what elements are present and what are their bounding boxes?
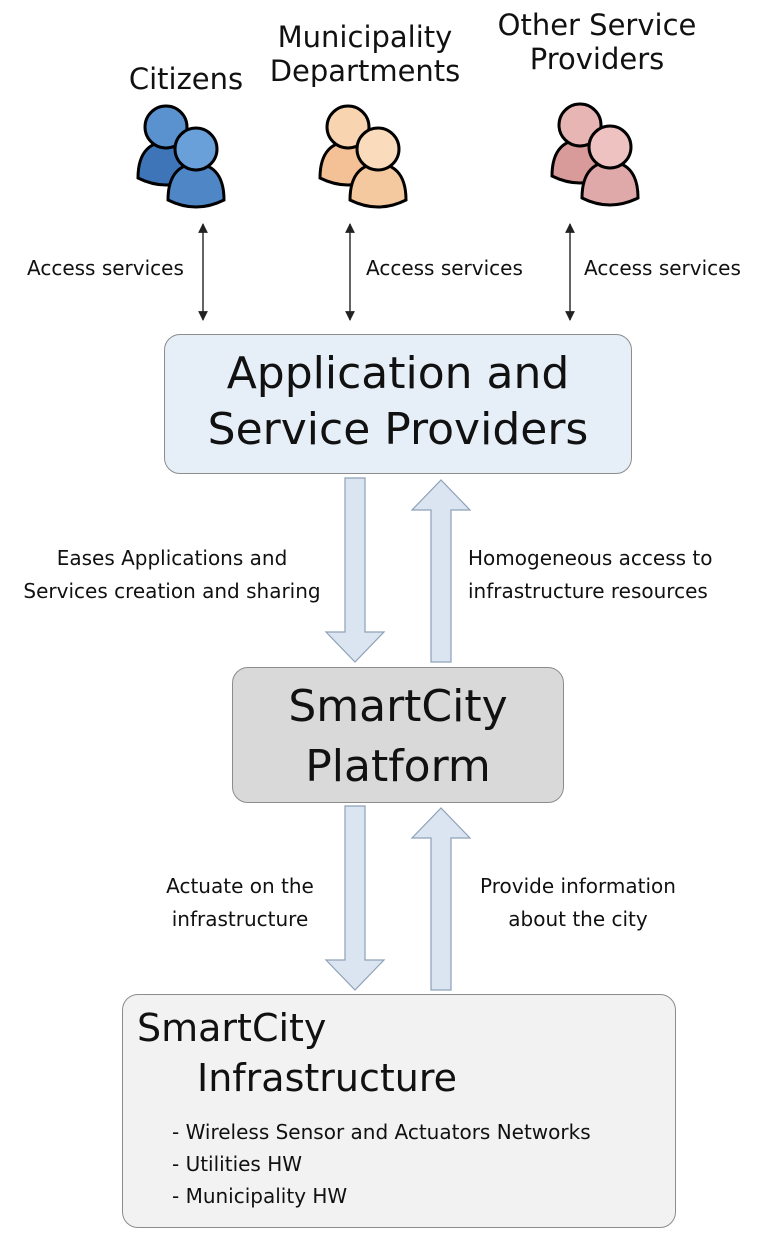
up-block-arrow-upper — [410, 479, 472, 663]
infra-bullet-wsan: - Wireless Sensor and Actuators Networks — [172, 1120, 591, 1144]
users-icon-other — [550, 102, 640, 207]
infra-box-title-line-1: SmartCity — [137, 1006, 327, 1050]
upper-left-label-line-1: Eases Applications and — [56, 546, 288, 570]
upper-left-label-line-2: Services creation and sharing — [23, 579, 321, 603]
actor-other-line-2: Providers — [529, 42, 665, 76]
actor-citizens-title: Citizens — [106, 62, 266, 96]
lower-left-label-line-1: Actuate on the — [166, 874, 314, 898]
users-icon-municipality — [318, 104, 408, 209]
smartcity-infrastructure-box: SmartCity Infrastructure — [122, 994, 676, 1228]
lower-right-label-line-1: Provide information — [480, 874, 676, 898]
actor-municipality-line-1: Municipality — [277, 20, 453, 54]
actor-other-line-1: Other Service — [497, 8, 697, 42]
platform-box-title-line-2: Platform — [305, 741, 491, 792]
actor-citizens-line-1: Citizens — [128, 62, 244, 96]
access-label-other: Access services — [584, 256, 741, 280]
access-label-municipality: Access services — [366, 256, 523, 280]
app-service-providers-box: Application and Service Providers — [164, 334, 632, 474]
up-block-arrow-lower — [410, 807, 472, 991]
infra-bullet-municipality-hw: - Municipality HW — [172, 1184, 348, 1208]
infra-bullet-utilities: - Utilities HW — [172, 1152, 303, 1176]
upper-right-label: Homogeneous access to infrastructure res… — [468, 542, 748, 608]
actor-municipality-title: Municipality Departments — [250, 20, 480, 88]
lower-left-label: Actuate on the infrastructure — [150, 870, 330, 936]
app-box-title-line-1: Application and — [226, 348, 570, 399]
upper-right-label-line-1: Homogeneous access to — [468, 546, 713, 570]
upper-left-label: Eases Applications and Services creation… — [10, 542, 334, 608]
upper-right-label-line-2: infrastructure resources — [468, 579, 708, 603]
users-icon-citizens — [136, 104, 226, 209]
platform-box-title-line-1: SmartCity — [288, 681, 508, 732]
app-box-title-line-2: Service Providers — [207, 404, 589, 455]
lower-right-label: Provide information about the city — [462, 870, 694, 936]
lower-left-label-line-2: infrastructure — [171, 907, 309, 931]
lower-right-label-line-2: about the city — [508, 907, 648, 931]
smartcity-platform-box: SmartCity Platform — [232, 667, 564, 803]
actor-municipality-line-2: Departments — [269, 54, 461, 88]
actor-other-title: Other Service Providers — [482, 8, 712, 76]
infra-box-title-line-2: Infrastructure — [197, 1056, 458, 1100]
down-block-arrow-lower — [324, 805, 386, 991]
down-block-arrow-upper — [324, 477, 386, 663]
access-label-citizens: Access services — [27, 256, 184, 280]
